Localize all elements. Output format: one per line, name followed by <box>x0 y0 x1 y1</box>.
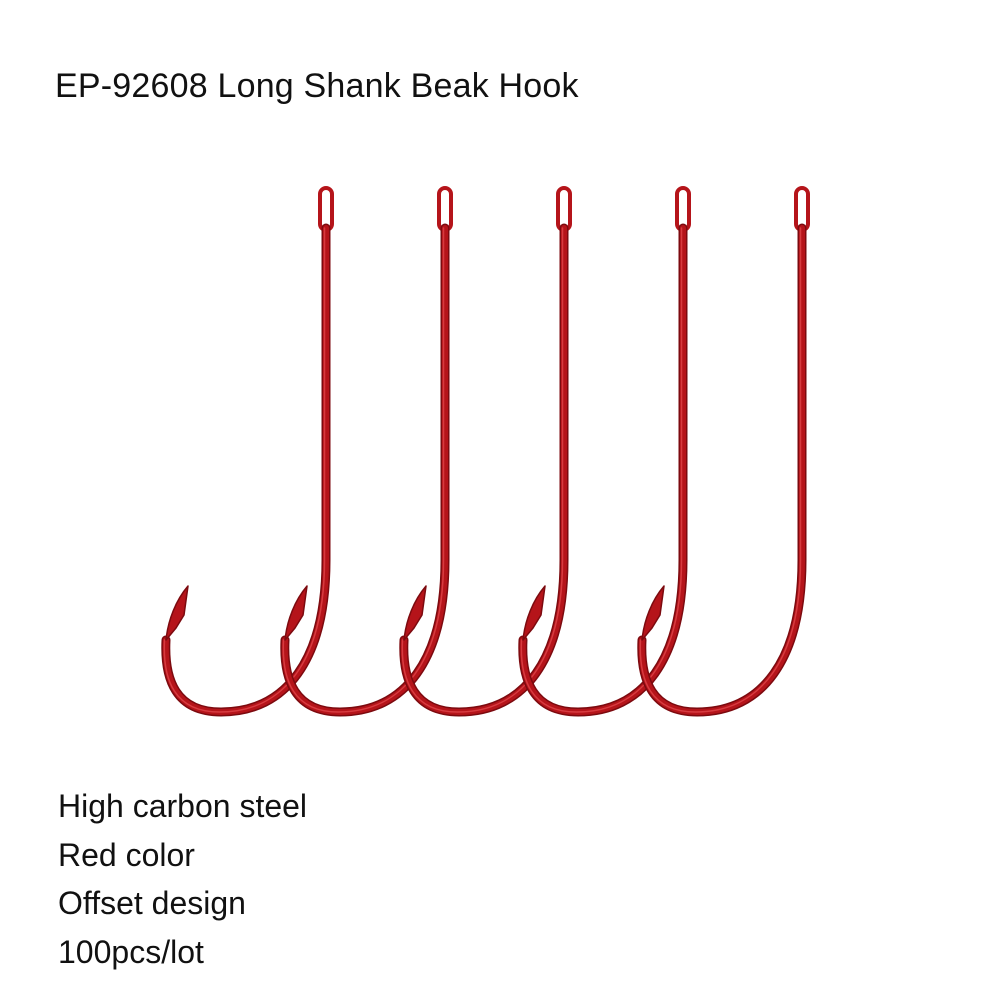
hook-5 <box>637 186 810 717</box>
hook-shank-outline <box>161 223 331 717</box>
feature-item-color: Red color <box>58 836 195 873</box>
hook-shank <box>638 225 805 716</box>
hook-highlight <box>163 227 326 713</box>
hook-shank <box>519 225 686 716</box>
feature-item-design: Offset design <box>58 885 246 921</box>
hook-3 <box>399 186 572 717</box>
hook-shank-outline <box>637 223 807 717</box>
product-title: EP-92608 Long Shank Beak Hook <box>55 67 579 105</box>
hook-shank <box>400 225 567 716</box>
hook-shank-outline <box>399 223 569 717</box>
hook-highlight <box>520 227 683 713</box>
hook-barb <box>165 585 189 641</box>
hook-highlight <box>401 227 564 713</box>
hook-barb <box>641 585 665 641</box>
feature-item-material: High carbon steel <box>58 788 308 824</box>
hook-highlight <box>639 227 802 713</box>
hook-shank-outline <box>518 223 688 717</box>
hook-shank <box>162 225 329 716</box>
feature-list: High carbon steel Red color Offset desig… <box>58 782 307 976</box>
feature-item-quantity: 100pcs/lot <box>58 933 204 970</box>
hook-2 <box>280 186 453 717</box>
hook-1 <box>161 186 334 717</box>
hook-highlight <box>282 227 445 713</box>
hook-shank-outline <box>280 223 450 717</box>
hook-shank <box>281 225 448 716</box>
hook-barb <box>284 585 308 641</box>
hook-barb <box>403 585 427 641</box>
hook-4 <box>518 186 691 717</box>
hook-barb <box>522 585 546 641</box>
